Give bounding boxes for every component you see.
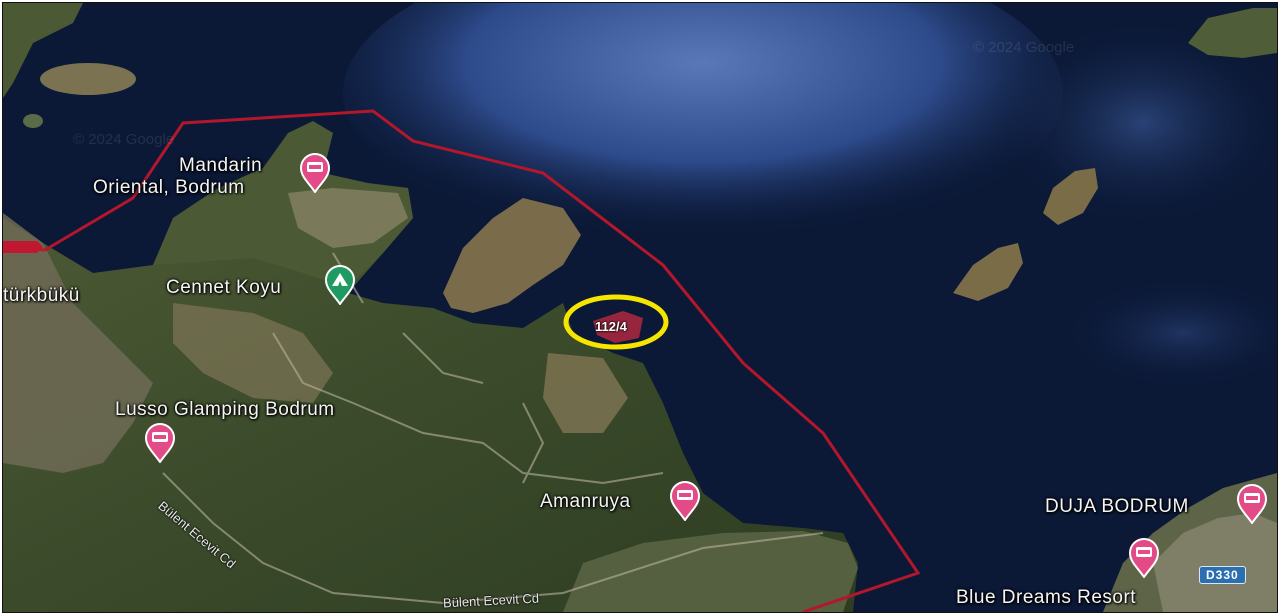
campsite-pin-icon[interactable] [324, 265, 356, 305]
island-northeast [1188, 8, 1277, 58]
shallow-water-east [983, 13, 1277, 233]
route-badge: D330 [1199, 566, 1246, 584]
amanruya-clearing [543, 353, 628, 433]
east-town [1153, 513, 1277, 612]
label-mandarin-line1: Mandarin [179, 155, 263, 176]
watermark: © 2024 Google [973, 39, 1075, 56]
label-blue-dreams: Blue Dreams Resort [956, 587, 1137, 608]
promontory [443, 198, 581, 313]
highlight-circle [563, 294, 669, 350]
hotel-pin-icon[interactable] [144, 423, 176, 463]
islet-small [23, 114, 43, 128]
hotel-pin-icon[interactable] [1236, 484, 1268, 524]
town-area-west [3, 213, 153, 473]
parcel-area [593, 311, 643, 343]
islet-northwest [40, 63, 136, 95]
northwest-land [3, 3, 83, 98]
peninsula-land [3, 183, 858, 612]
parcel-label[interactable]: 112/4 [595, 319, 627, 334]
label-mandarin-line2: Oriental, Bodrum [93, 177, 245, 198]
satellite-layer [3, 3, 1277, 612]
label-lusso-glamping: Lusso Glamping Bodrum [115, 399, 335, 420]
shallow-water [343, 3, 1063, 243]
label-turkbuku: türkbükü [3, 285, 80, 306]
hotel-pin-icon[interactable] [669, 481, 701, 521]
resort-area [288, 188, 408, 248]
hotel-pin-icon[interactable] [1128, 538, 1160, 578]
hotel-pin-icon[interactable] [299, 153, 331, 193]
island-east-1 [1043, 168, 1098, 225]
shallow-water-southeast [1053, 273, 1277, 393]
edge-marker-icon [3, 241, 43, 253]
farmland-patch [173, 303, 333, 403]
label-amanruya: Amanruya [540, 491, 631, 512]
southern-coast [563, 531, 858, 612]
island-east-2 [953, 243, 1023, 301]
mandarin-headland [153, 121, 413, 288]
label-cennet-koyu: Cennet Koyu [166, 277, 282, 298]
watermark: © 2024 Google [73, 131, 175, 148]
boundary-line [44, 109, 921, 612]
label-duja-bodrum: DUJA BODRUM [1045, 496, 1189, 517]
